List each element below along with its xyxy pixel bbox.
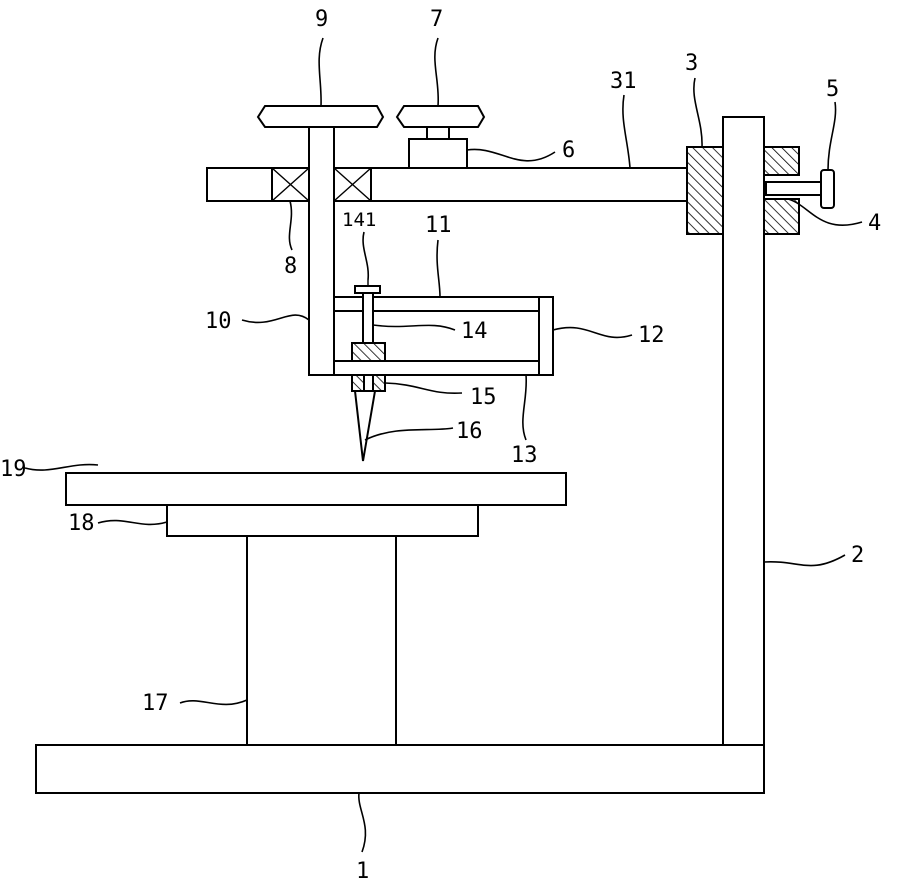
handwheel-left: [258, 106, 383, 127]
work-table: [66, 473, 566, 505]
bearing-right: [334, 168, 371, 201]
label-1: 1: [356, 859, 369, 884]
label-17: 17: [142, 691, 169, 716]
bearing-left: [272, 168, 309, 201]
label-141: 141: [342, 209, 376, 231]
cutting-needle: [355, 391, 375, 461]
label-13: 13: [511, 443, 538, 468]
side-frame-plate: [539, 297, 553, 375]
locking-knob: [821, 170, 834, 208]
pedestal: [247, 536, 396, 745]
label-12: 12: [638, 323, 665, 348]
sleeve-right-block-top: [764, 147, 799, 175]
label-14: 14: [461, 319, 488, 344]
slide-block: [352, 343, 385, 361]
label-5: 5: [826, 77, 839, 102]
label-18: 18: [68, 511, 95, 536]
label-11: 11: [425, 213, 452, 238]
lower-frame-bar: [334, 361, 539, 375]
label-15: 15: [470, 385, 497, 410]
tool-holder-core: [364, 375, 373, 391]
screw-nut: [355, 286, 380, 293]
sleeve-right-block-bottom: [764, 199, 799, 234]
label-31: 31: [610, 69, 637, 94]
label-19: 19: [0, 457, 27, 482]
label-4: 4: [868, 211, 881, 236]
locking-bolt: [766, 182, 822, 195]
label-6: 6: [562, 138, 575, 163]
label-16: 16: [456, 419, 483, 444]
base-plate: [36, 745, 764, 793]
lead-screw: [363, 287, 373, 343]
label-9: 9: [315, 7, 328, 32]
mounting-block: [167, 505, 478, 536]
sleeve-left-block: [687, 147, 723, 234]
label-3: 3: [685, 51, 698, 76]
label-2: 2: [851, 543, 864, 568]
label-8: 8: [284, 254, 297, 279]
handwheel-right: [397, 106, 484, 127]
motor-housing: [409, 139, 467, 168]
vertical-column: [723, 117, 764, 745]
label-10: 10: [205, 309, 232, 334]
label-7: 7: [430, 7, 443, 32]
vertical-rod: [309, 127, 334, 375]
